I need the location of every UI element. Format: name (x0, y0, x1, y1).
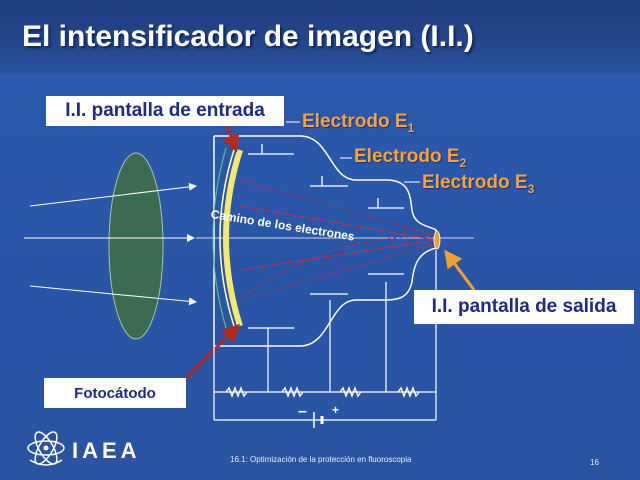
battery-plus: + (332, 403, 339, 417)
battery-minus: – (298, 403, 307, 420)
electrode-e3-plates (368, 198, 404, 275)
slide-title: El intensificador de imagen (I.I.) (22, 20, 474, 53)
window-green (212, 147, 227, 329)
electrode-e3-sub: 3 (527, 181, 535, 196)
photocathode-pointer (184, 323, 241, 380)
battery (313, 412, 324, 428)
page-number: 16 (590, 458, 599, 467)
ray-bottom (29, 285, 197, 306)
ray-top (29, 182, 197, 207)
electrode-e2-sub: 2 (459, 155, 467, 170)
input-screen (223, 149, 243, 327)
electrode-e1-plates (248, 144, 294, 329)
electrode-e3-text: Electrodo E (422, 172, 528, 193)
electrode-e2-plates (310, 176, 348, 295)
input-screen-label: I.I. pantalla de entrada (46, 96, 284, 126)
electrode-e1-label: Electrodo E1 (302, 111, 414, 135)
lens (108, 152, 164, 340)
circuit (213, 250, 437, 421)
output-screen-label: I.I. pantalla de salida (414, 290, 634, 324)
footer-caption: 16.1: Optimización de la protección en f… (230, 455, 412, 464)
title-bar (0, 0, 640, 74)
electrode-e1-sub: 1 (407, 120, 415, 135)
photocathode-layer (219, 149, 235, 327)
electrode-e3-label: Electrodo E3 (422, 172, 534, 196)
electron-paths (239, 179, 437, 301)
electrode-e2-text: Electrodo E (354, 146, 460, 167)
iaea-atom-icon (27, 431, 65, 466)
electrode-e2-label: Electrodo E2 (354, 146, 466, 170)
photocathode-label: Fotocátodo (44, 378, 186, 408)
output-screen-pointer (444, 249, 476, 291)
electrode-e1-text: Electrodo E (302, 111, 408, 132)
output-screen (433, 230, 441, 250)
iaea-logo-text: IAEA (72, 438, 141, 463)
